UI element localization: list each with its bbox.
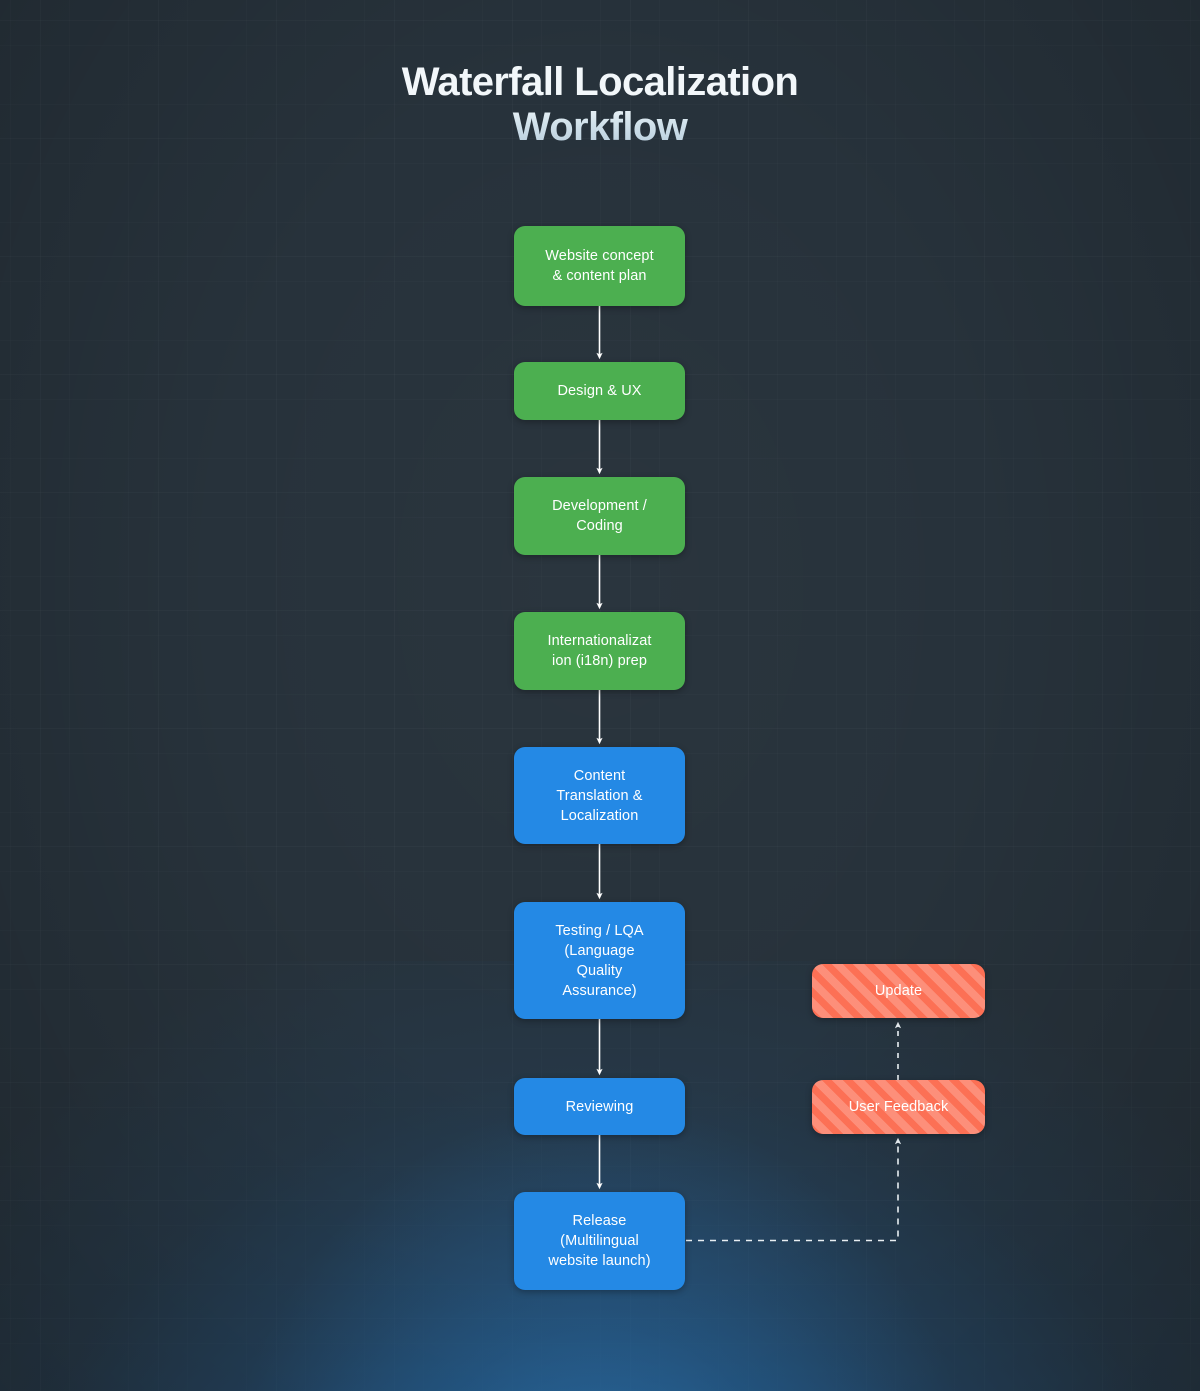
page-title: Waterfall Localization Workflow xyxy=(0,60,1200,150)
connector-release-to-user-feedback xyxy=(686,1137,902,1242)
node-website-concept[interactable]: Website concept& content plan xyxy=(514,226,685,306)
page-title-line-1: Waterfall Localization xyxy=(401,60,799,104)
node-update[interactable]: Update xyxy=(812,964,985,1018)
node-label: Website concept& content plan xyxy=(545,248,654,284)
node-label: Reviewing xyxy=(565,1098,634,1115)
node-label: Update xyxy=(874,983,923,999)
node-development-coding[interactable]: Development /Coding xyxy=(514,477,685,555)
background-glow xyxy=(0,961,1200,1391)
node-design-ux[interactable]: Design & UX xyxy=(514,362,685,420)
node-label: Development /Coding xyxy=(552,498,647,534)
page-title-line-2: Workflow xyxy=(0,105,1200,150)
node-user-feedback[interactable]: User Feedback xyxy=(812,1080,985,1134)
node-reviewing[interactable]: Reviewing xyxy=(514,1078,685,1135)
node-label: Design & UX xyxy=(557,383,642,399)
node-label: User Feedback xyxy=(848,1099,949,1115)
